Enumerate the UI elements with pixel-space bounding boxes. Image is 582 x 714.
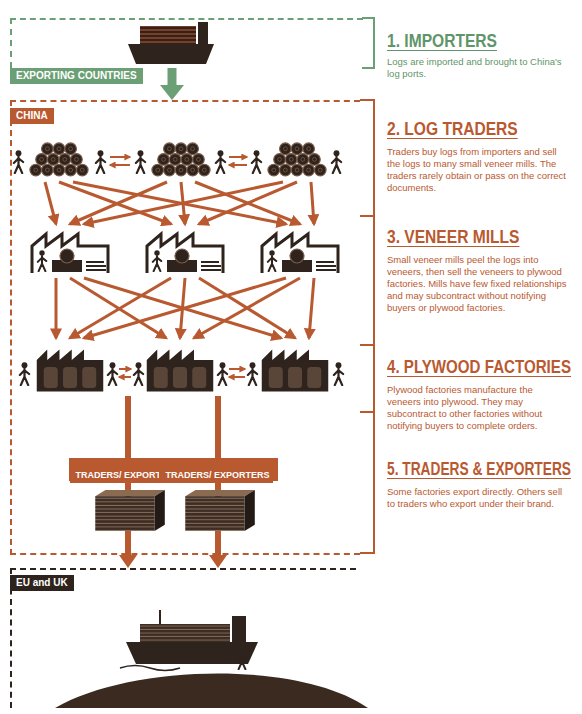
- section-description: Some factories export directly. Others s…: [387, 486, 569, 510]
- trade-arrows: [119, 376, 131, 378]
- section-description: Logs are imported and brought to China's…: [387, 56, 569, 80]
- region-label: EU and UK: [10, 575, 74, 591]
- trader-box: TRADERS/ EXPORTERS: [159, 458, 278, 481]
- trade-arrows: [229, 164, 247, 166]
- cargo-ship: [232, 616, 246, 642]
- flow-arrow: [55, 278, 58, 338]
- worker-figure: [20, 362, 29, 385]
- worker-figure: [14, 150, 23, 173]
- worker-figure: [332, 150, 341, 173]
- flow-line: [215, 396, 221, 460]
- cargo-ship: [198, 22, 208, 44]
- connector-line: [168, 68, 177, 86]
- trade-arrows: [110, 157, 247, 165]
- plywood-stack: [95, 490, 255, 531]
- flow-line: [128, 396, 218, 460]
- trade-arrows: [110, 156, 130, 158]
- log-pile: [268, 143, 326, 176]
- plywood-factory: [37, 350, 329, 392]
- arrow-head: [160, 85, 184, 100]
- veneer-mill: [147, 234, 223, 273]
- plywood-factory: [262, 350, 329, 392]
- flow-arrow: [45, 182, 56, 224]
- flow-arrow: [84, 278, 286, 338]
- cargo-ship: [159, 610, 161, 624]
- flow-line: [125, 396, 131, 460]
- ground: [55, 673, 368, 708]
- arrow-head: [209, 555, 227, 568]
- trade-arrows: [229, 376, 245, 378]
- flow-arrow: [311, 182, 314, 224]
- section-heading: 2. LOG TRADERS: [387, 118, 518, 140]
- plywood-factory: [147, 350, 214, 392]
- cargo-ship: [128, 44, 214, 64]
- worker-figure: [218, 362, 227, 385]
- flow-arrow: [199, 182, 297, 224]
- section-description: Traders buy logs from importers and sell…: [387, 146, 569, 194]
- region-band: EU and UK: [10, 568, 356, 708]
- cargo-ship: [120, 666, 180, 671]
- trade-arrows: [110, 164, 130, 166]
- arrow-head: [119, 555, 137, 568]
- cargo-ship: [140, 624, 230, 642]
- bracket: [360, 100, 374, 553]
- section-heading: 3. VENEER MILLS: [387, 226, 519, 248]
- region-band: EXPORTING COUNTRIES: [10, 18, 363, 68]
- veneer-mill: [262, 234, 338, 273]
- region-label: CHINA: [10, 108, 54, 124]
- region-label: EXPORTING COUNTRIES: [10, 68, 143, 84]
- trade-arrows: [229, 368, 245, 370]
- log-pile: [30, 143, 326, 176]
- plywood-stack: [185, 490, 255, 531]
- trade-arrows: [119, 368, 131, 370]
- trade-arrows: [229, 156, 247, 158]
- flow-arrow: [309, 278, 314, 338]
- cargo-ship: [120, 610, 258, 671]
- cargo-ship: [128, 22, 214, 64]
- plywood-stack: [95, 490, 165, 531]
- worker-figure: [248, 362, 257, 385]
- bracket: [360, 18, 374, 553]
- bracket: [362, 18, 374, 68]
- log-pile: [152, 143, 210, 176]
- veneer-mill: [32, 234, 108, 273]
- trader-label: TRADERS/ EXPORTERS: [160, 468, 273, 483]
- section-heading: 1. IMPORTERS: [387, 30, 497, 52]
- worker-figure: [14, 150, 341, 173]
- section-description: Small veneer mills peel the logs into ve…: [387, 254, 569, 314]
- worker-figure: [108, 362, 117, 385]
- section-heading: 5. TRADERS & EXPORTERS: [387, 458, 571, 480]
- log-pile: [30, 143, 88, 176]
- flow-arrow: [194, 278, 300, 338]
- worker-figure: [134, 362, 143, 385]
- flow-connector: [160, 68, 184, 100]
- region-band: CHINATRADERS/ EXPORTERSTRADERS/ EXPORTER…: [10, 100, 360, 555]
- worker-figure: [334, 362, 343, 385]
- worker-figure: [20, 362, 343, 385]
- worker-figure: [238, 648, 246, 669]
- trade-arrows: [119, 369, 245, 377]
- flow-arrow: [84, 182, 283, 224]
- veneer-mill: [32, 234, 338, 273]
- flow-arrow: [73, 182, 286, 224]
- section-heading: 4. PLYWOOD FACTORIES: [387, 356, 571, 378]
- worker-figure: [96, 150, 105, 173]
- cargo-ship: [140, 26, 196, 44]
- ground: [55, 673, 368, 708]
- flow-arrow: [70, 278, 171, 338]
- worker-figure: [238, 648, 246, 669]
- worker-figure: [136, 150, 145, 173]
- plywood-factory: [37, 350, 104, 392]
- section-description: Plywood factories manufacture the veneer…: [387, 384, 569, 432]
- worker-figure: [252, 150, 261, 173]
- worker-figure: [216, 150, 225, 173]
